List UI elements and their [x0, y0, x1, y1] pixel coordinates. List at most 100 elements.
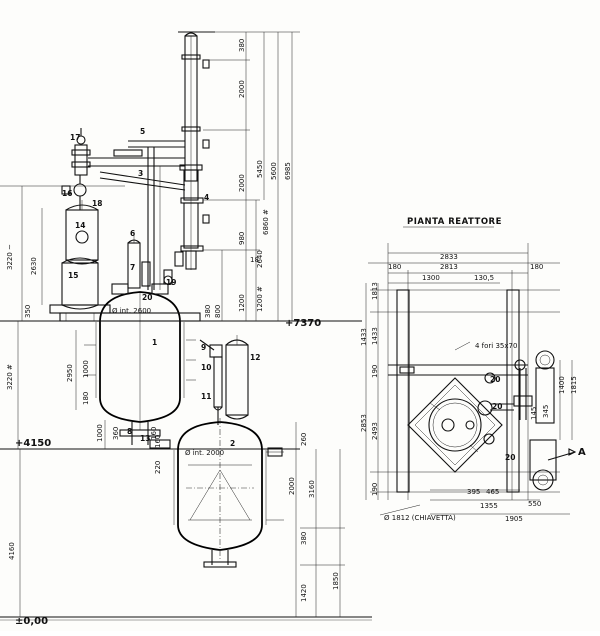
dim-r2-a: 260	[300, 433, 308, 446]
dim-misc-b: 160	[150, 427, 158, 440]
dim-left-g: 180	[82, 392, 90, 405]
dim-left-b: 2630	[30, 257, 38, 275]
view-marker-a: A	[578, 447, 586, 458]
pdim-b-a: 395	[467, 488, 480, 496]
item-7: 7	[130, 263, 135, 272]
plan-dimension-texts: 2833 2813 180 180 1300 130,5 1813 1433 1…	[360, 253, 586, 523]
item-2: 2	[230, 439, 235, 448]
condenser-12	[199, 335, 249, 425]
dim-r2-g: 220	[154, 461, 162, 474]
plan-item-20b: 20	[492, 402, 502, 411]
item-number-labels: 1 2 3 4 5 6 7 8 9 10 11 12 13 14 15 16 1…	[62, 127, 260, 448]
item-1: 1	[152, 338, 157, 347]
dim-mid-col-c: 980	[238, 232, 246, 245]
item-13: 13	[140, 434, 150, 443]
reactor-2	[149, 418, 284, 568]
pdim-b-b: 465	[486, 488, 499, 496]
vessels-6-7	[127, 232, 184, 289]
item-8: 8	[127, 427, 132, 436]
dim-top-col-a: 380	[238, 39, 246, 52]
pdim-w-a: 2813	[440, 263, 458, 271]
vessel-14	[65, 200, 99, 265]
pdim-r-d: 345	[542, 405, 550, 418]
dim-r2-b: 2000	[288, 477, 296, 495]
pdim-w-c: 180	[530, 263, 543, 271]
dim-top-col-c: 5450	[256, 160, 264, 178]
item-19: 19	[166, 278, 176, 287]
dia-reactor-2: Ø int. 2000	[185, 449, 224, 457]
pdim-w-total: 2833	[440, 253, 458, 261]
dim-left-j: 4160	[8, 542, 16, 560]
dim-top-col-e: 6985	[284, 162, 292, 180]
pdim-h-e: 2493	[371, 422, 379, 440]
dia-reactor-1: Ø int. 2600	[112, 307, 151, 315]
item-20: 20	[142, 293, 152, 302]
dim-mid-col-b: 6860 #	[262, 209, 270, 235]
pdim-b-e: 1905	[505, 515, 523, 523]
item-15: 15	[68, 271, 78, 280]
dim-r2-d: 380	[300, 532, 308, 545]
dim-r2-f: 1850	[332, 572, 340, 590]
dim-left-i: 360	[112, 427, 120, 440]
item-14: 14	[75, 221, 85, 230]
dim-left-c: 350	[24, 305, 32, 318]
plan-title: PIANTA REATTORE	[407, 217, 502, 227]
item-9: 9	[201, 343, 206, 352]
level-top-platform: +7370	[285, 318, 321, 329]
reactor-1	[59, 283, 201, 445]
pdim-b-d: 550	[528, 500, 541, 508]
dim-low-col-a: 1200	[238, 294, 246, 312]
dim-left-d: 3220 #	[6, 364, 14, 390]
plan-item-20c: 20	[505, 453, 515, 462]
dim-low-col-b: 1200 #	[256, 286, 264, 312]
item-10: 10	[201, 363, 211, 372]
plan-view	[365, 243, 577, 500]
vessel-15	[49, 257, 111, 321]
level-middle-floor: +4150	[15, 438, 51, 449]
pdim-base: Ø 1812 (CHIAVETTA)	[384, 514, 456, 522]
item-12: 12	[250, 353, 260, 362]
item-18: 18	[92, 199, 102, 208]
dim-r2-c: 3160	[308, 480, 316, 498]
dim-top-col-b: 2000	[238, 80, 246, 98]
plan-dimension-lines	[379, 341, 573, 516]
pdim-r-c: 145	[530, 407, 538, 420]
dim-left-e: 2950	[66, 364, 74, 382]
item-5: 5	[140, 127, 145, 136]
dim-low-col-c: 800	[214, 305, 222, 318]
pdim-w-e: 130,5	[474, 274, 494, 282]
elevation-dimension-texts: 380 2000 5450 5600 6985 2000 6860 # 980 …	[6, 39, 340, 602]
pdim-r-b: 1815	[570, 376, 578, 394]
pdim-w-d: 1300	[422, 274, 440, 282]
dim-left-a: 3220 ~	[6, 244, 14, 270]
pdim-h-b: 1433	[360, 328, 368, 346]
top-left-condenser	[61, 128, 91, 210]
item-6: 6	[130, 229, 135, 238]
dim-mid-col-a: 2000	[238, 174, 246, 192]
item-3: 3	[138, 169, 143, 178]
dim-r2-h: 160	[154, 435, 162, 448]
pdim-r-a: 1400	[558, 376, 566, 394]
dim-left-f: 1000	[82, 360, 90, 378]
vapour-pipe	[88, 140, 186, 290]
pdim-w-b: 180	[388, 263, 401, 271]
pdim-h-f: 190	[371, 483, 379, 496]
dim-top-col-d: 5600	[270, 162, 278, 180]
item-4: 4	[204, 193, 209, 202]
dim-r2-e: 1420	[300, 584, 308, 602]
pdim-h-d: 2853	[360, 414, 368, 432]
pdim-holes: 4 fori 35x70	[475, 342, 517, 350]
pdim-h-a: 1813	[371, 282, 379, 300]
dim-mid-col-d: 2640	[256, 250, 264, 268]
dim-mid-col-e: 18	[250, 256, 259, 264]
level-ground: ±0,00	[15, 616, 48, 627]
item-11: 11	[201, 392, 211, 401]
distillation-column	[178, 31, 215, 270]
dim-left-h: 1000	[96, 424, 104, 442]
pdim-h-c: 190	[371, 365, 379, 378]
item-17: 17	[70, 133, 80, 142]
item-16: 16	[62, 189, 72, 198]
pdim-b-c: 1355	[480, 502, 498, 510]
